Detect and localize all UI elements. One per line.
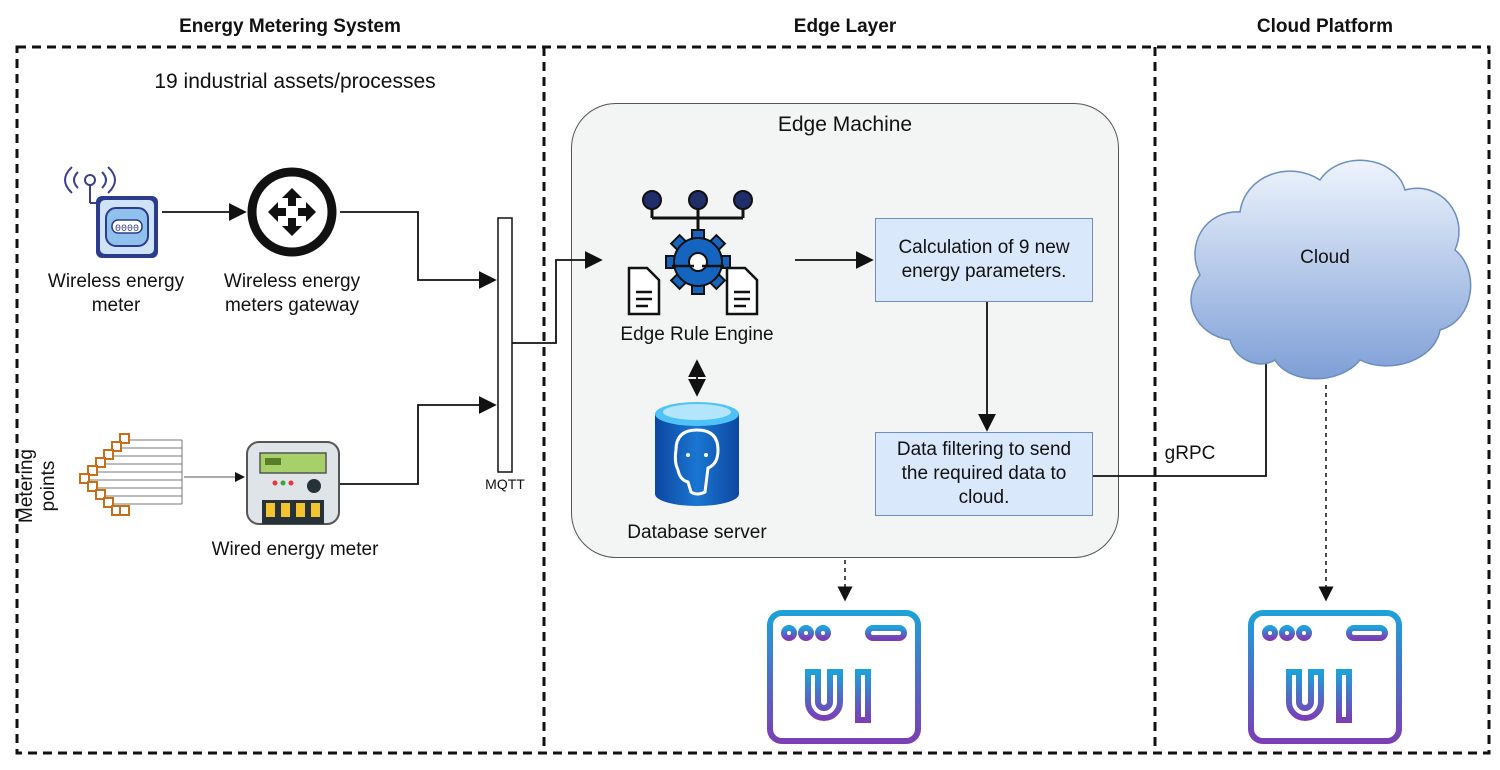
edge-machine-title: Edge Machine (777, 113, 913, 136)
arrow-gateway-to-mqtt (340, 211, 497, 289)
assets-label: 19 industrial assets/processes (154, 70, 436, 93)
arrow-wired-to-mqtt (340, 396, 497, 485)
cloud-ui-window-icon (1248, 610, 1402, 744)
metering-points-label: Metering points (16, 449, 59, 523)
section-title-edge-layer: Edge Layer (793, 16, 897, 37)
edge-ui-window-icon (767, 610, 921, 744)
database-icon (655, 402, 739, 506)
database-label: Database server (627, 522, 767, 543)
gateway-label: Wireless energy meters gateway (223, 271, 361, 316)
section-title-energy-metering: Energy Metering System (179, 16, 401, 37)
grpc-label: gRPC (1164, 443, 1216, 464)
outer-frame (15, 45, 1491, 755)
wired-meter-label: Wired energy meter (211, 539, 379, 560)
mqtt-label: MQTT (485, 476, 525, 492)
arrow-mqtt-to-engine (512, 251, 603, 344)
metering-points-icon (79, 433, 183, 516)
wireless-meter-icon: 0000 (64, 166, 158, 258)
section-title-cloud-platform: Cloud Platform (1256, 16, 1394, 37)
wireless-meter-label: Wireless energy meter (47, 271, 185, 316)
rule-engine-icon (627, 190, 759, 316)
data-filtering-box: Data filtering to send the required data… (875, 432, 1093, 516)
cloud-shape (1190, 159, 1472, 380)
calculation-box: Calculation of 9 new energy parameters. (875, 218, 1093, 302)
wired-meter-icon (246, 441, 340, 525)
gateway-router-icon (247, 167, 337, 257)
rule-engine-label: Edge Rule Engine (620, 324, 774, 345)
mqtt-bus (497, 217, 513, 473)
arrow-filter-to-cloud (1092, 338, 1275, 477)
cloud-label: Cloud (1300, 247, 1350, 268)
svg-text:0000: 0000 (115, 224, 139, 235)
